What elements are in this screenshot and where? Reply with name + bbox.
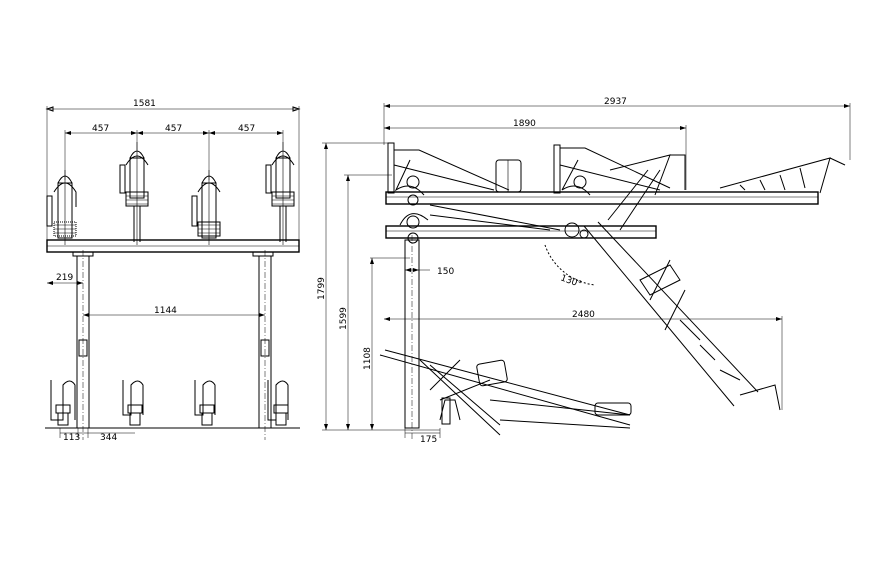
angle-label-130: 130° — [559, 273, 583, 290]
dim-label-2937: 2937 — [604, 97, 627, 107]
front-crossbeam — [46, 239, 300, 257]
dim-verticals: 1799 1599 1108 — [317, 142, 440, 431]
dim-label-2480: 2480 — [572, 310, 595, 320]
insulator-1 — [46, 170, 77, 245]
dim-2480: 2480 — [384, 310, 783, 410]
side-view: 2937 1890 1799 1599 1108 — [317, 97, 851, 445]
dim-label-1799: 1799 — [317, 277, 327, 300]
insulator-3 — [191, 170, 221, 245]
dim-overall-length: 2937 — [383, 97, 851, 160]
dim-175: 175 — [404, 428, 441, 445]
dim-label-175: 175 — [420, 435, 437, 445]
dim-label-1890: 1890 — [513, 119, 536, 129]
dim-upper-length: 1890 — [384, 119, 687, 190]
front-view: 1581 457 457 457 — [45, 99, 301, 443]
dim-label-1144: 1144 — [154, 306, 177, 316]
dim-overall-width: 1581 — [45, 99, 301, 245]
dim-1144: 1144 — [83, 306, 265, 317]
dim-label-457-b: 457 — [165, 124, 182, 134]
dim-label-1599: 1599 — [339, 307, 349, 330]
dim-label-344: 344 — [100, 433, 117, 443]
dim-150: 150 — [405, 267, 454, 277]
dim-label-457-c: 457 — [238, 124, 255, 134]
dim-label-457-a: 457 — [92, 124, 109, 134]
dim-label-219: 219 — [56, 273, 73, 283]
inclined-arm: 130° — [544, 169, 781, 411]
dim-label-113: 113 — [63, 433, 80, 443]
operating-mechanisms — [45, 380, 300, 429]
front-posts — [76, 250, 272, 440]
dim-spacings: 457 457 457 — [64, 124, 284, 180]
insulator-4 — [265, 142, 295, 245]
lowered-arm — [379, 349, 632, 436]
side-post — [404, 235, 420, 440]
upper-frame — [385, 142, 846, 206]
lower-frame — [385, 204, 657, 244]
dim-label-1581: 1581 — [133, 99, 156, 109]
insulator-2 — [119, 142, 149, 245]
dim-base: 113 344 — [59, 428, 135, 443]
dim-label-150: 150 — [437, 267, 454, 277]
dim-label-1108: 1108 — [363, 347, 373, 370]
dim-219: 219 — [47, 273, 83, 285]
